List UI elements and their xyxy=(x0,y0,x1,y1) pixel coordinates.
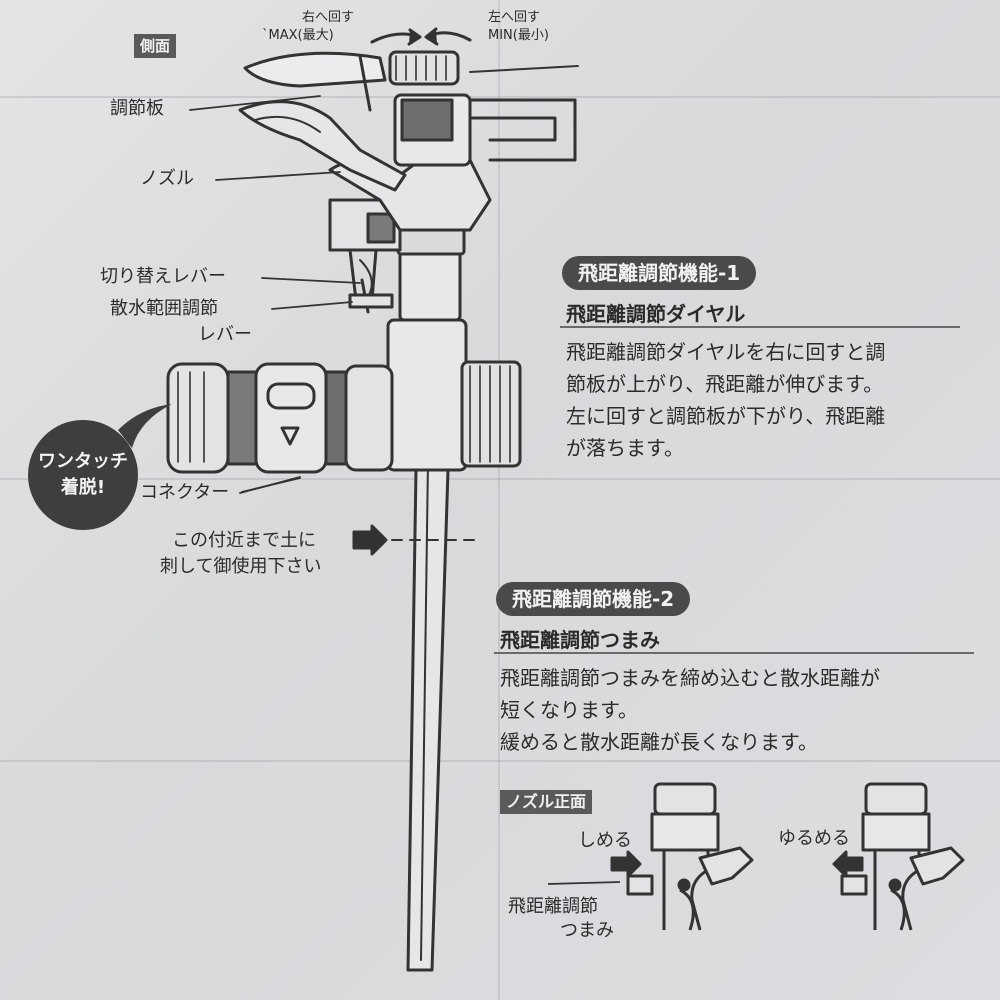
fold-line xyxy=(0,96,1000,98)
function-1-title: 飛距離調節機能-1 xyxy=(562,256,757,290)
fold-line xyxy=(498,0,500,1000)
function-2-line-1: 飛距離調節つまみを締め込むと散水距離が xyxy=(500,666,880,690)
adjust-plate-label: 調節板 xyxy=(110,98,164,119)
fold-line xyxy=(0,478,1000,480)
switch-lever-label: 切り替えレバー xyxy=(100,266,226,287)
function-2-subtitle: 飛距離調節つまみ xyxy=(500,628,660,652)
spray-range-lever-label-2: レバー xyxy=(198,324,252,345)
knob-label-1: 飛距離調節 xyxy=(508,896,598,917)
function-1-subtitle: 飛距離調節ダイヤル xyxy=(566,302,746,326)
tighten-label: しめる xyxy=(578,830,632,851)
rotate-left-label: 左へ回す xyxy=(488,10,541,25)
one-touch-badge: ワンタッチ 着脱! xyxy=(28,420,138,530)
max-label: `MAX(最大) xyxy=(262,28,334,43)
one-touch-text-1: ワンタッチ xyxy=(38,451,128,472)
insert-note-2: 刺して御使用下さい xyxy=(160,556,322,577)
function-1-line-2: 節板が上がり、飛距離が伸びます。 xyxy=(566,372,884,396)
function-1-line-3: 左に回すと調節板が下がり、飛距離 xyxy=(566,404,886,428)
connector-label: コネクター xyxy=(140,482,230,503)
function-1-line-4: が落ちます。 xyxy=(566,436,684,460)
function-2-title: 飛距離調節機能-2 xyxy=(496,582,691,616)
function-1-rule xyxy=(560,326,960,328)
nozzle-label: ノズル xyxy=(140,168,194,189)
nozzle-front-tag: ノズル正面 xyxy=(500,790,593,814)
rotate-right-label: 右へ回す xyxy=(302,10,355,25)
side-view-tag: 側面 xyxy=(134,34,177,58)
min-label: MIN(最小) xyxy=(488,28,549,43)
function-2-rule xyxy=(494,652,974,654)
function-2-line-3: 緩めると散水距離が長くなります。 xyxy=(500,730,818,754)
function-1-line-1: 飛距離調節ダイヤルを右に回すと調 xyxy=(566,340,886,364)
function-2-line-2: 短くなります。 xyxy=(500,698,638,722)
knob-label-2: つまみ xyxy=(560,920,614,941)
one-touch-text-2: 着脱! xyxy=(60,477,106,498)
spray-range-lever-label: 散水範囲調節 xyxy=(110,298,218,319)
insert-note-1: この付近まで土に xyxy=(172,530,316,551)
fold-line xyxy=(0,760,1000,762)
loosen-label: ゆるめる xyxy=(778,828,850,849)
